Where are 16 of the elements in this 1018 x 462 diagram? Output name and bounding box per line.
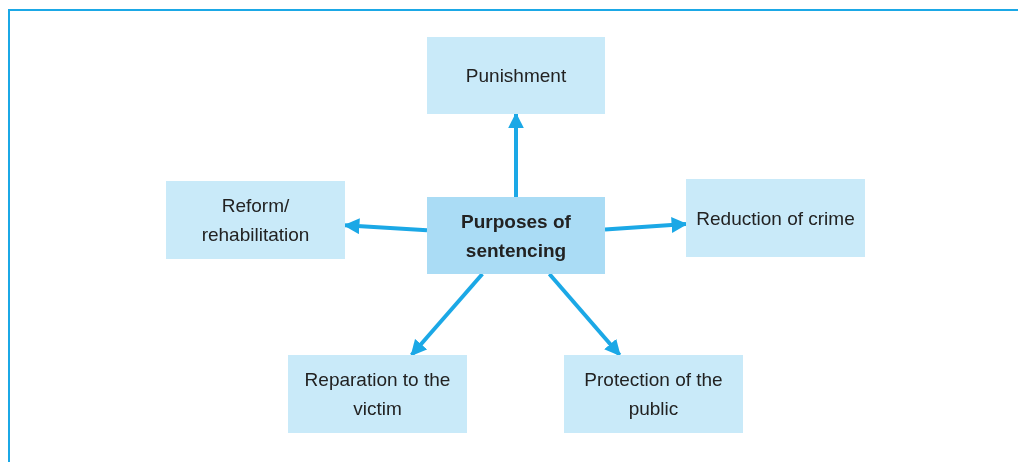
box-label: Punishment bbox=[465, 64, 567, 88]
box-label: Protection of the public bbox=[583, 368, 724, 421]
box-label: Purposes of sentencing bbox=[460, 209, 572, 263]
purpose-box bbox=[166, 181, 345, 259]
arrow bbox=[410, 272, 484, 357]
box-label: Reparation to the victim bbox=[303, 368, 452, 421]
purpose-box bbox=[686, 179, 865, 257]
arrow bbox=[508, 112, 524, 197]
box-label: Reform/ rehabilitation bbox=[200, 194, 311, 247]
central-topic-box bbox=[427, 197, 605, 274]
purpose-box bbox=[288, 355, 467, 433]
box-label: Reduction of crime bbox=[696, 206, 855, 231]
purpose-box bbox=[564, 355, 743, 433]
arrow bbox=[604, 217, 688, 233]
purpose-box bbox=[427, 37, 605, 114]
arrow bbox=[547, 272, 622, 357]
